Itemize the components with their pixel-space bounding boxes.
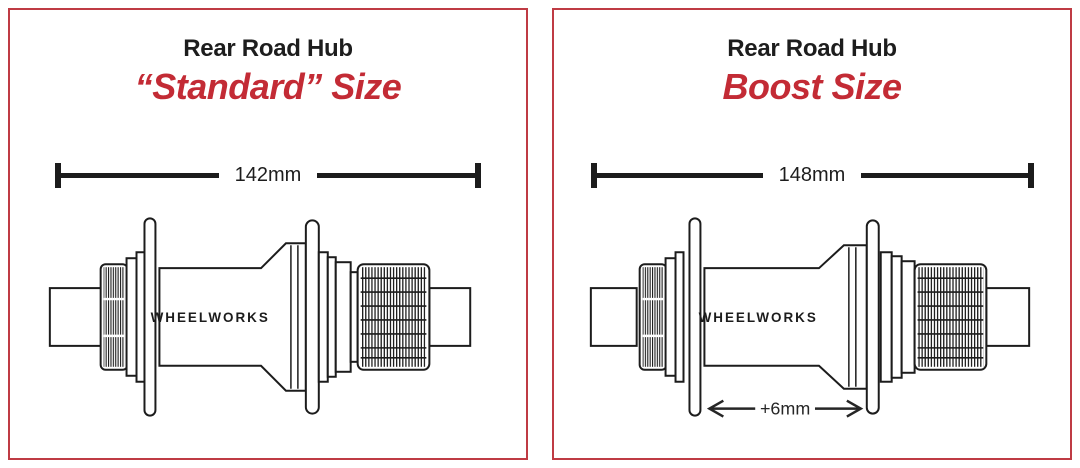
disc-lockring <box>638 263 668 371</box>
panel-title: Rear Road Hub <box>183 35 353 62</box>
hub-illustration-standard: WHEELWORKS <box>48 217 472 417</box>
spacer-rings-right <box>879 251 916 383</box>
panel-boost: Rear Road Hub Boost Size 148mm <box>552 8 1072 460</box>
hub-illustration-boost: WHEELWORKS +6mm <box>589 217 1031 419</box>
delta-label: +6mm <box>760 399 810 419</box>
spacer-rings-right <box>317 251 359 383</box>
flange-right <box>304 219 320 415</box>
dimension-cap-left <box>55 163 61 188</box>
spacer-rings-left <box>664 251 685 383</box>
panel-subtitle: “Standard” Size <box>134 66 402 108</box>
delta-arrow <box>706 399 864 418</box>
hub-brand-label: WHEELWORKS <box>699 310 818 325</box>
flange-left <box>688 217 702 417</box>
freehub-body <box>356 263 431 371</box>
dimension-cap-right <box>1027 163 1034 188</box>
panel-subtitle: Boost Size <box>722 66 902 108</box>
dimension-segment <box>861 173 1028 178</box>
dimension-label: 148mm <box>778 164 846 186</box>
panel-standard-titles: Rear Road Hub “Standard” Size <box>10 35 526 108</box>
spacer-rings-left <box>125 251 146 383</box>
dimension-line-standard: 142mm <box>10 163 526 188</box>
dimension-cap-left <box>590 163 597 188</box>
dimension-segment <box>317 173 476 178</box>
axle-left <box>589 287 638 347</box>
disc-lockring <box>99 263 129 371</box>
axle-left <box>48 287 104 347</box>
flange-right <box>865 219 880 415</box>
dimension-segment <box>61 173 219 178</box>
panel-standard: Rear Road Hub “Standard” Size 142mm <box>8 8 528 460</box>
dimension-segment <box>596 173 763 178</box>
hub-brand-label: WHEELWORKS <box>151 310 270 325</box>
axle-right <box>985 287 1031 347</box>
flange-left <box>143 217 157 417</box>
freehub-body <box>913 263 988 371</box>
dimension-cap-right <box>475 163 482 188</box>
panel-title: Rear Road Hub <box>727 35 897 62</box>
dimension-label: 142mm <box>234 164 302 186</box>
dimension-line-boost: 148mm <box>554 163 1070 188</box>
panel-boost-titles: Rear Road Hub Boost Size <box>554 35 1070 108</box>
hub-shell <box>158 242 307 392</box>
axle-right <box>428 287 472 347</box>
